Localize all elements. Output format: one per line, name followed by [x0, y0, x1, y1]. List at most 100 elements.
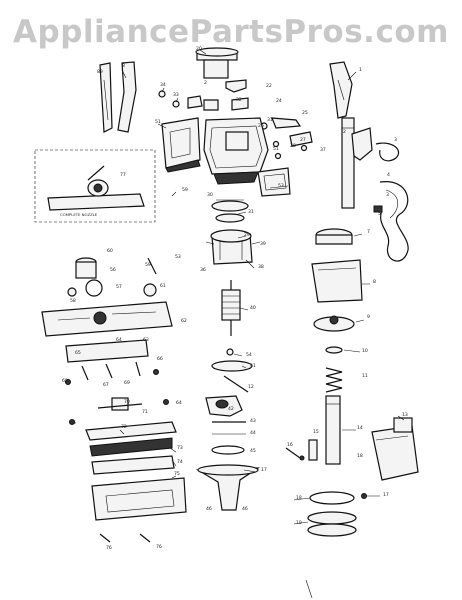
part-callout-40: 40: [250, 305, 256, 311]
part-callout-12: 12: [248, 384, 254, 390]
handle-grip-part[interactable]: [195, 47, 239, 79]
nozzle-cover-part[interactable]: [41, 301, 173, 337]
small-parts-15-16[interactable]: [285, 439, 318, 461]
part-callout-29: 29: [244, 232, 250, 238]
part-callout-3: 3: [386, 192, 389, 198]
part-callout-33: 33: [173, 92, 179, 98]
motor-field-part[interactable]: [205, 229, 261, 265]
part-callout-59: 59: [145, 262, 151, 268]
part-callout-38: 38: [258, 264, 264, 270]
part-callout-66: 66: [157, 356, 163, 362]
part-callout-70: 70: [124, 399, 130, 405]
part-callout-8: 8: [122, 63, 125, 69]
fan-housing-part[interactable]: [205, 395, 243, 417]
part-callout-51: 51: [273, 146, 279, 152]
part-callout-16: 16: [287, 442, 293, 448]
part-callout-66: 66: [70, 420, 76, 426]
part-callout-54: 54: [246, 352, 252, 358]
part-callout-58: 58: [70, 298, 76, 304]
part-callout-45: 45: [250, 448, 256, 454]
part-callout-56: 56: [110, 267, 116, 273]
switch-cover-part[interactable]: [257, 167, 291, 197]
part-callout-42: 42: [228, 406, 234, 412]
part-callout-69: 69: [124, 380, 130, 386]
part-callout-41: 41: [250, 363, 256, 369]
part-callout-63: 63: [143, 337, 149, 343]
wand-tube-part[interactable]: [341, 117, 355, 209]
part-callout-65: 65: [75, 350, 81, 356]
complete-nozzle-inset[interactable]: [34, 149, 156, 223]
part-callout-61: 61: [160, 283, 166, 289]
part-callout-26: 26: [258, 123, 264, 129]
fan-spacer-part[interactable]: [211, 199, 249, 223]
inset-caption: COMPLETE NOZZLE: [60, 212, 98, 217]
leader-line: [305, 579, 313, 599]
part-callout-10: 10: [362, 348, 368, 354]
brush-roll-part[interactable]: [67, 257, 157, 297]
belt-band-part[interactable]: [211, 421, 246, 455]
part-callout-9: 9: [367, 314, 370, 320]
part-callout-44: 44: [250, 430, 256, 436]
part-callout-75: 75: [174, 471, 180, 477]
part-callout-71: 71: [142, 409, 148, 415]
small-bracket-parts[interactable]: [158, 79, 268, 130]
fan-plate-part[interactable]: [211, 348, 253, 393]
part-callout-28: 28: [290, 143, 296, 149]
part-callout-7: 7: [367, 229, 370, 235]
part-callout-31: 31: [248, 209, 254, 215]
part-callout-34: 34: [160, 82, 166, 88]
leader-lines: [119, 49, 405, 525]
part-callout-64: 64: [176, 400, 182, 406]
part-callout-25: 25: [302, 110, 308, 116]
part-callout-17: 17: [261, 467, 267, 473]
filter-part[interactable]: [313, 315, 355, 354]
part-callout-76: 76: [156, 544, 162, 550]
part-callout-53: 53: [175, 254, 181, 260]
part-callout-36: 36: [200, 267, 206, 273]
part-callout-53: 53: [278, 183, 284, 189]
part-callout-32: 32: [236, 97, 242, 103]
side-cover-part[interactable]: [161, 117, 201, 173]
part-callout-20: 20: [196, 46, 202, 52]
part-callout-37: 37: [320, 147, 326, 153]
motor-housing-part[interactable]: [203, 117, 269, 185]
cord-hook-part[interactable]: [351, 127, 400, 162]
part-callout-1: 1: [359, 67, 362, 73]
spring-part[interactable]: [325, 367, 343, 393]
part-callout-17: 17: [383, 492, 389, 498]
part-callout-59: 59: [182, 187, 188, 193]
dust-cup-part[interactable]: [311, 228, 363, 303]
part-callout-27: 27: [300, 137, 306, 143]
armature-part[interactable]: [221, 280, 241, 336]
canister-part[interactable]: [371, 417, 419, 481]
part-callout-4: 4: [387, 172, 390, 178]
part-callout-43: 43: [250, 418, 256, 424]
part-callout-51: 51: [155, 119, 161, 125]
nozzle-base-part[interactable]: [65, 339, 187, 521]
part-callout-19: 19: [296, 520, 302, 526]
part-callout-8: 8: [373, 279, 376, 285]
lower-tube-part[interactable]: [325, 395, 341, 465]
power-cord-part[interactable]: [373, 181, 409, 262]
part-callout-57: 57: [116, 284, 122, 290]
part-callout-11: 11: [362, 373, 368, 379]
part-callout-89: 89: [97, 69, 103, 75]
handle-halves-part[interactable]: [99, 61, 137, 133]
part-callout-77: 77: [120, 172, 126, 178]
part-callout-31: 31: [267, 117, 273, 123]
part-callout-67: 67: [103, 382, 109, 388]
part-callout-73: 73: [177, 445, 183, 451]
part-callout-13: 13: [402, 412, 408, 418]
nozzle-funnel-part[interactable]: [195, 464, 261, 511]
part-callout-24: 24: [276, 98, 282, 104]
part-callout-72: 72: [121, 424, 127, 430]
wand-upper-part[interactable]: [329, 61, 353, 119]
part-callout-76: 76: [106, 545, 112, 551]
cord-clip-parts[interactable]: [271, 117, 313, 160]
part-callout-74: 74: [177, 459, 183, 465]
screw-parts-76[interactable]: [99, 533, 151, 543]
seal-ring-parts[interactable]: [307, 491, 367, 537]
part-callout-18: 18: [296, 495, 302, 501]
